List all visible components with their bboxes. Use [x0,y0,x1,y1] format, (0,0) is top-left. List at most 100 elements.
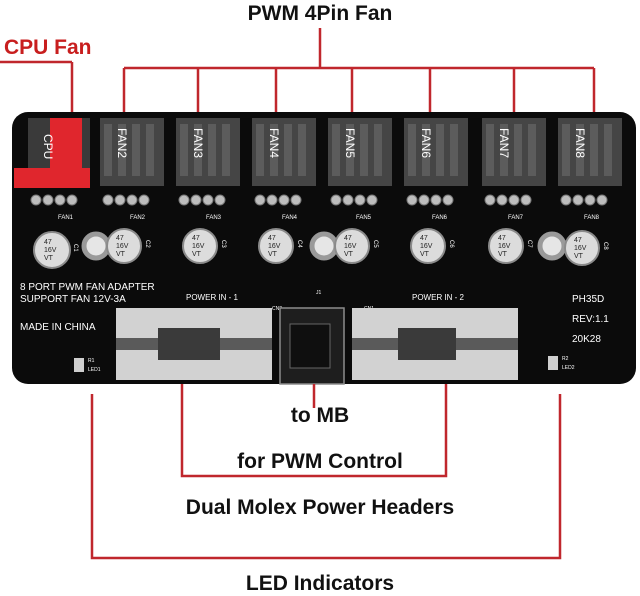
header-label-fan2: FAN2 [115,128,129,158]
made-in-china: MADE IN CHINA [20,322,96,333]
cap-voltage: 16V [344,243,357,250]
led1-label: LED1 [88,367,101,373]
cap-value: 47 [116,235,124,242]
cap-type: VT [116,251,126,258]
fan-header-4 [252,118,316,186]
led-1: R1 LED1 [74,358,101,373]
capacitor-7: 47 16V VT C7 [488,228,532,264]
cap-value: 47 [268,235,276,242]
cpu-fan-callout-lines [0,60,74,112]
r1-label: R1 [88,358,95,364]
cpu-fan-label: CPU Fan [4,36,92,59]
r2-label: R2 [562,356,569,362]
pin-label-fan7: FAN7 [508,215,524,221]
pin-label-fan5: FAN5 [356,215,372,221]
cap-label-c7: C7 [526,240,532,248]
dual-molex-label: Dual Molex Power Headers [185,496,455,519]
cap-type: VT [498,251,508,258]
pin-label-fan8: FAN8 [584,215,600,221]
header-label-fan6: FAN6 [419,128,433,158]
header-label-fan7: FAN7 [497,128,511,158]
mounting-hole-3 [537,231,567,261]
cap-voltage: 16V [192,243,205,250]
pin-label-fan1: FAN1 [58,215,74,221]
header-label-fan4: FAN4 [267,128,281,158]
cap-type: VT [44,255,54,262]
cap-value: 47 [344,235,352,242]
cap-label-c8: C8 [602,242,608,250]
pin-label-fan3: FAN3 [206,215,222,221]
molex-header-2 [352,308,518,380]
pwm-control-label: for PWM Control [210,450,430,474]
cap-label-c3: C3 [220,240,226,248]
pwm-4pin-fan-label: PWM 4Pin Fan [247,2,393,25]
cap-label-c1: C1 [72,244,78,252]
led-2: R2 LED2 [548,356,575,371]
capacitor-4: 47 16V VT C4 [258,228,302,264]
molex-header-1 [116,308,272,380]
mb-connector [279,307,345,385]
silkscreen-line2: SUPPORT FAN 12V-3A [20,294,126,305]
capacitor-8: 47 16V VT C8 [564,230,608,266]
pin-label-fan4: FAN4 [282,215,298,221]
cap-type: VT [574,253,584,260]
revision-label: REV:1.1 [572,314,609,325]
capacitor-5: 47 16V VT C5 [334,228,378,264]
cap-voltage: 16V [574,245,587,252]
power-in-1-label: POWER IN - 1 [186,293,239,302]
fan-header-7 [482,118,546,186]
cap-type: VT [268,251,278,258]
fan-header-labels: CPU FAN2 FAN3 FAN4 FAN5 FAN6 FAN7 FAN8 [41,128,587,159]
solder-pins [30,194,608,206]
to-mb-label: to MB [290,404,350,427]
power-in-2-label: POWER IN - 2 [412,293,465,302]
mounting-hole-1 [81,231,111,261]
led-indicators-label: LED Indicators [245,572,395,595]
fan-header-5 [328,118,392,186]
fan-header-6 [404,118,468,186]
fan-pin-labels: FAN1 FAN2 FAN3 FAN4 FAN5 FAN6 FAN7 FAN8 [58,215,600,221]
mounting-hole-2 [309,231,339,261]
bottom-callout-lines [90,384,562,560]
fan-header-3 [176,118,240,186]
cap-label-c5: C5 [372,240,378,248]
cap-type: VT [192,251,202,258]
cap-label-c6: C6 [448,240,454,248]
pin-label-fan2: FAN2 [130,215,146,221]
header-label-fan8: FAN8 [573,128,587,158]
cap-value: 47 [44,239,52,246]
model-label: PH35D [572,294,604,305]
silkscreen-line1: 8 PORT PWM FAN ADAPTER [20,282,155,293]
cap-type: VT [420,251,430,258]
header-label-fan5: FAN5 [343,128,357,158]
cap-label-c4: C4 [296,240,302,248]
cap-voltage: 16V [268,243,281,250]
cap-voltage: 16V [44,247,57,254]
fan-header-8 [558,118,622,186]
cap-value: 47 [574,237,582,244]
capacitor-2: 47 16V VT C2 [106,228,150,264]
code-label: 20K28 [572,334,601,345]
cap-value: 47 [420,235,428,242]
cap-type: VT [344,251,354,258]
header-label-fan3: FAN3 [191,128,205,158]
fan-headers [14,118,622,188]
cn2-label: CN2 [272,306,282,312]
capacitor-3: 47 16V VT C3 [182,228,226,264]
cap-voltage: 16V [498,243,511,250]
capacitor-1: 47 16V VT C1 [33,231,78,269]
fan-header-cpu [14,118,90,188]
pwm-fan-callout-lines [122,28,596,112]
cap-voltage: 16V [420,243,433,250]
header-label-cpu: CPU [41,134,55,159]
pin-label-fan6: FAN6 [432,215,448,221]
fan-header-2 [100,118,164,186]
cap-label-c2: C2 [144,240,150,248]
capacitor-6: 47 16V VT C6 [410,228,454,264]
cap-value: 47 [498,235,506,242]
j1-label: J1 [316,290,322,296]
capacitors: 47 16V VT C1 47 16V VT C2 47 16V VT C3 4… [33,228,608,269]
cap-value: 47 [192,235,200,242]
cap-voltage: 16V [116,243,129,250]
